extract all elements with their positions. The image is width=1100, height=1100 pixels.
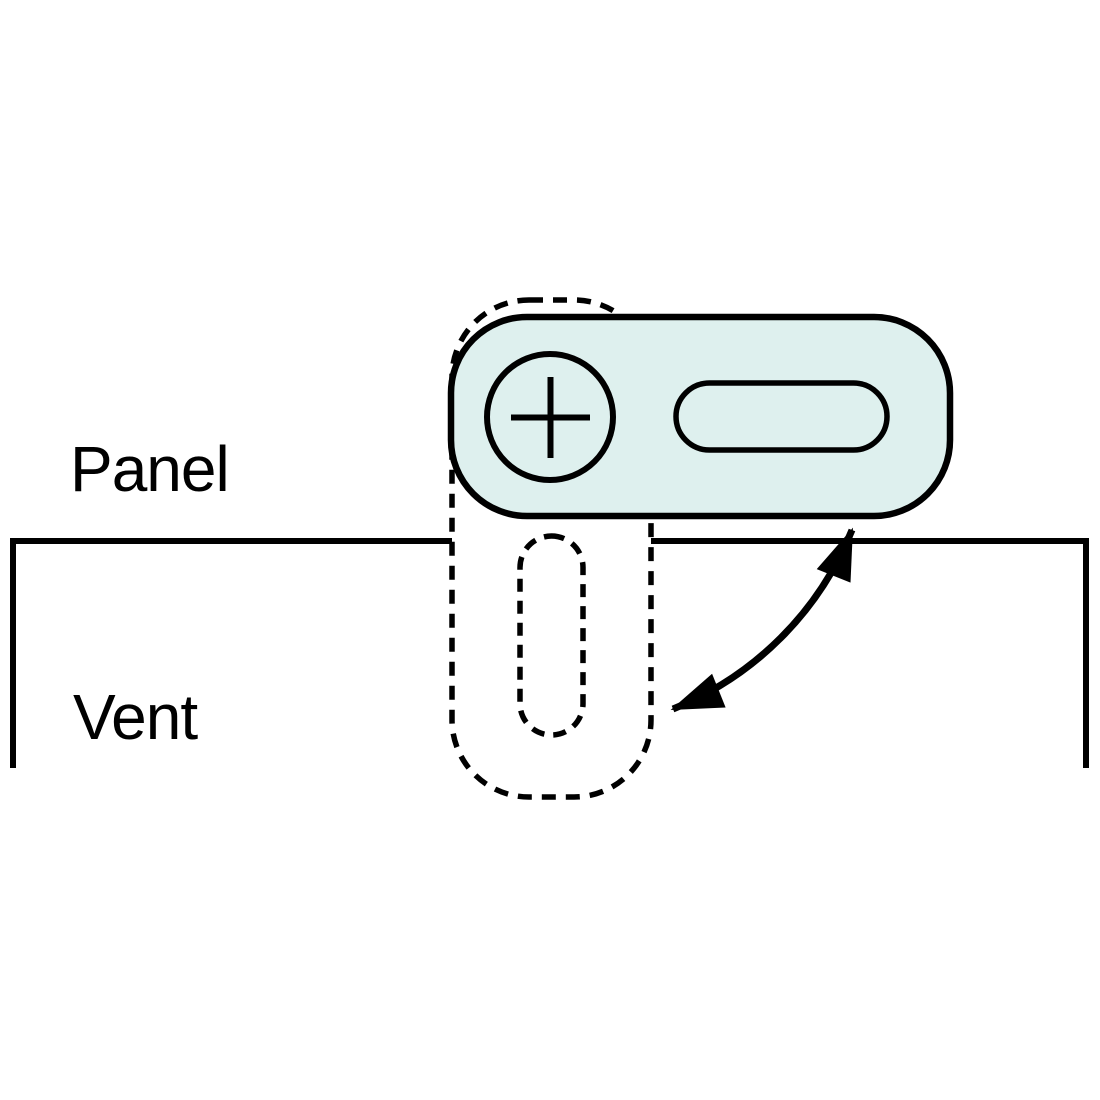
latch-body (447, 313, 954, 520)
vent-label: Vent (73, 681, 198, 753)
latch-slot (673, 380, 890, 453)
panel-label: Panel (70, 433, 230, 505)
latch-open-slot-outline (517, 533, 586, 738)
latch-closed-position (447, 313, 954, 520)
screw-circle (484, 351, 616, 483)
screw-cross-icon (511, 377, 590, 458)
rotation-arrow (670, 527, 856, 713)
